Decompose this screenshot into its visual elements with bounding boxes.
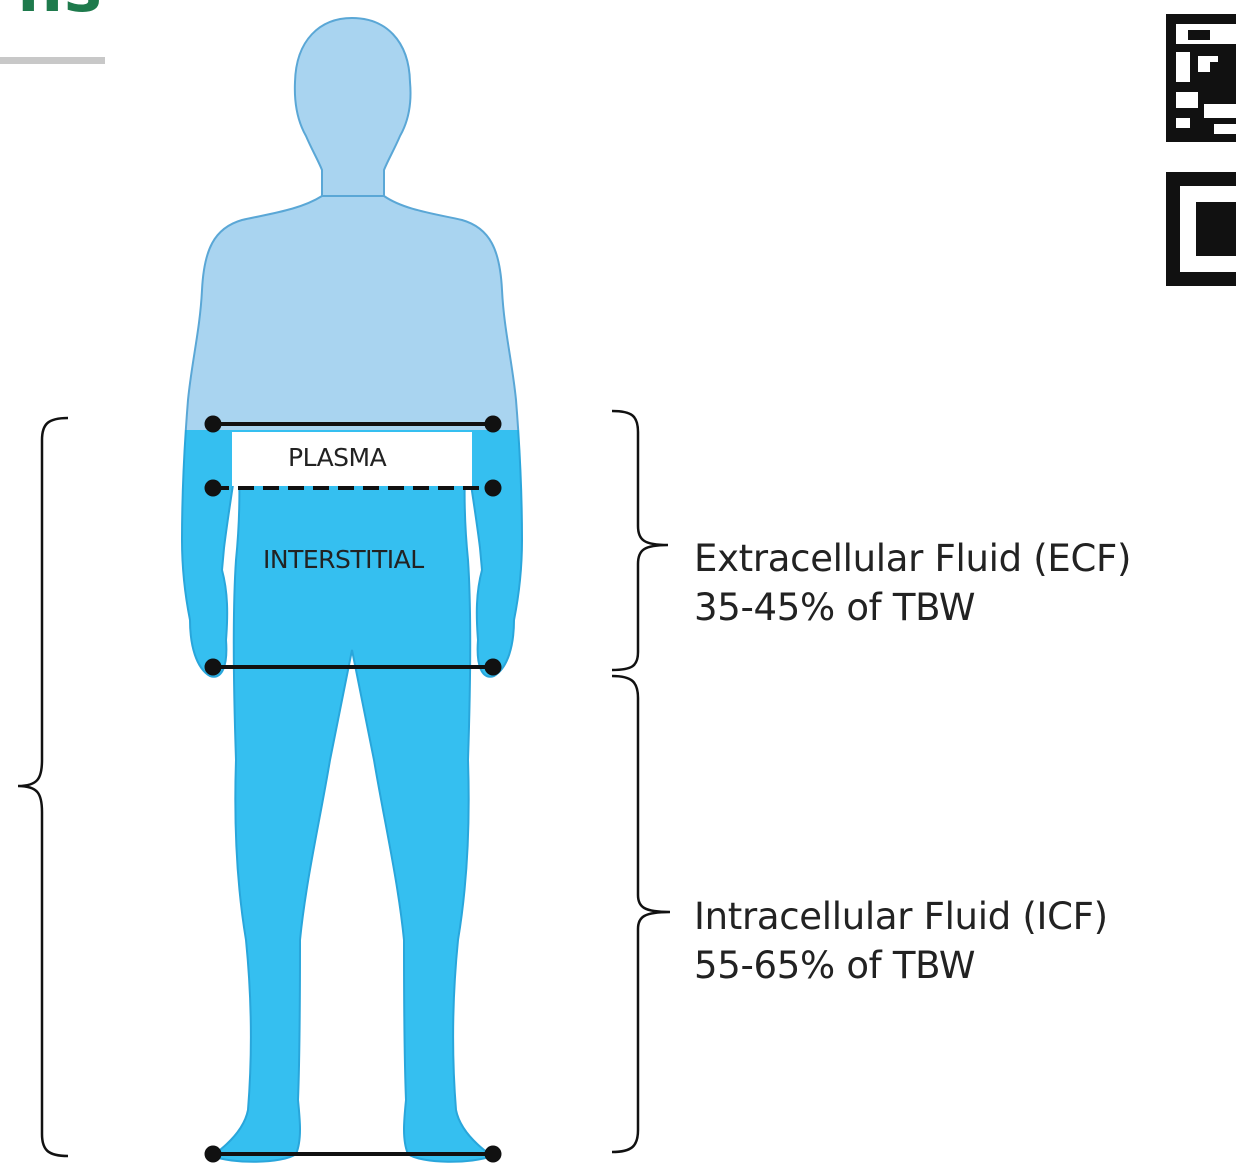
icf-label: Intracellular Fluid (ICF) 55-65% of TBW — [694, 893, 1108, 991]
ecf-label: Extracellular Fluid (ECF) 35-45% of TBW — [694, 535, 1131, 633]
ecf-name: Extracellular Fluid (ECF) — [694, 535, 1131, 584]
line-endpoint — [485, 416, 502, 433]
ecf-percent: 35-45% of TBW — [694, 584, 1131, 633]
plasma-label: PLASMA — [288, 443, 386, 472]
line-endpoint — [485, 659, 502, 676]
ecf-bracket — [612, 411, 668, 670]
interstitial-label: INTERSTITIAL — [263, 545, 424, 574]
total-body-water-bracket — [18, 418, 68, 1156]
icf-bracket — [612, 676, 670, 1152]
line-endpoint — [205, 480, 222, 497]
line-endpoint — [485, 1146, 502, 1163]
icf-name: Intracellular Fluid (ICF) — [694, 893, 1108, 942]
line-endpoint — [205, 416, 222, 433]
line-endpoint — [485, 480, 502, 497]
icf-percent: 55-65% of TBW — [694, 942, 1108, 991]
line-endpoint — [205, 659, 222, 676]
qr-code-icon — [1166, 14, 1236, 286]
line-endpoint — [205, 1146, 222, 1163]
